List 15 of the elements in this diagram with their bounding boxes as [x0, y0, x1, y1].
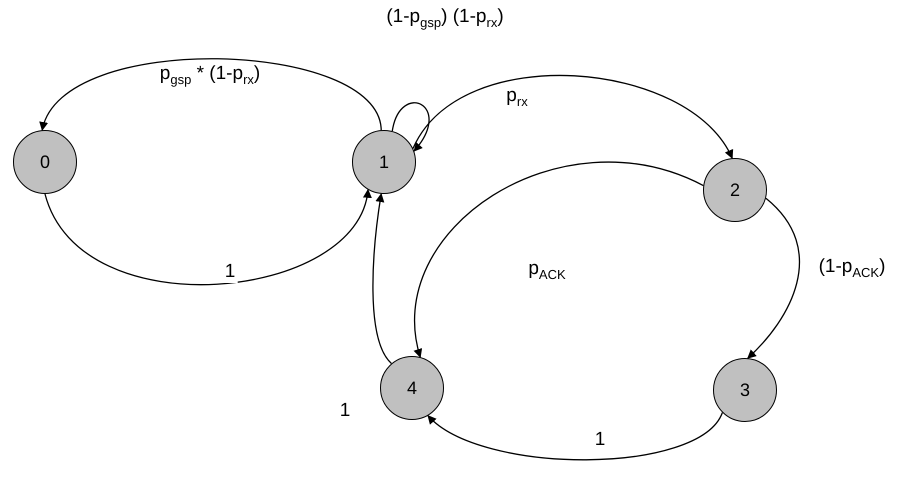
arrow	[427, 412, 723, 460]
arrow	[392, 102, 430, 152]
arrow	[414, 162, 704, 358]
arrow	[412, 75, 733, 159]
edge-label: 1	[222, 261, 238, 283]
arrow	[747, 198, 800, 359]
edge-label: (1-p$_{ACK}$)	[816, 256, 888, 280]
state-number: 4	[406, 378, 417, 398]
arrow	[44, 188, 370, 285]
state-number: 1	[378, 152, 389, 172]
state-number: 3	[740, 380, 750, 400]
state-number: 0	[40, 152, 50, 172]
state-number: 2	[730, 180, 740, 200]
arrow	[41, 58, 382, 131]
arrow	[372, 193, 392, 364]
